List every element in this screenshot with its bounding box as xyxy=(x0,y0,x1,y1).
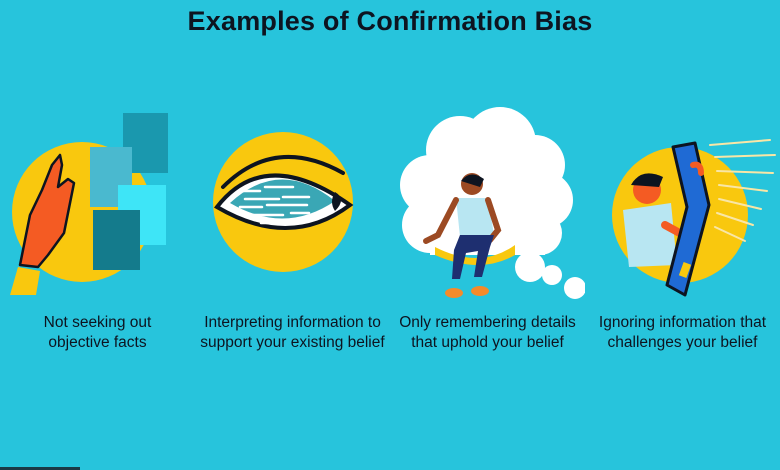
hand-blocking-icon xyxy=(10,113,168,295)
caption-1: Not seeking out objective facts xyxy=(0,313,199,353)
page-title: Examples of Confirmation Bias xyxy=(187,6,593,36)
caption-3: Only remembering details that uphold you… xyxy=(386,313,589,353)
panel-ignoring-information: Ignoring information that challenges you… xyxy=(585,95,780,360)
eye-icon xyxy=(213,132,354,272)
caption-1-line-2: objective facts xyxy=(48,334,147,351)
caption-4: Ignoring information that challenges you… xyxy=(581,313,780,353)
caption-3-line-1: Only remembering details xyxy=(399,314,576,331)
panel-remembering-details: Only remembering details that uphold you… xyxy=(390,95,585,360)
caption-2: Interpreting information to support your… xyxy=(191,313,394,353)
caption-2-line-1: Interpreting information to xyxy=(204,314,381,331)
caption-4-line-1: Ignoring information that xyxy=(598,314,767,331)
person-shielding-icon xyxy=(612,139,776,297)
person-on-cloud-icon xyxy=(400,107,585,299)
caption-2-line-2: support your existing belief xyxy=(200,334,385,351)
caption-4-line-2: challenges your belief xyxy=(607,334,758,351)
panel-interpreting-information: Interpreting information to support your… xyxy=(195,95,390,360)
caption-1-line-1: Not seeking out xyxy=(43,314,152,331)
footer-bar xyxy=(0,467,80,470)
panel-not-seeking-facts: Not seeking out objective facts xyxy=(0,95,195,360)
caption-3-line-2: that uphold your belief xyxy=(411,334,564,351)
